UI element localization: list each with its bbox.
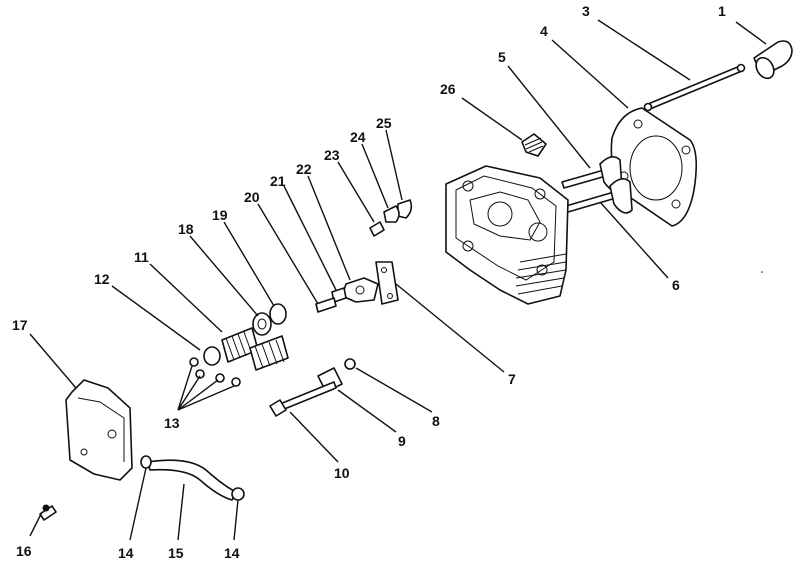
callout-8: 8 [432, 413, 440, 429]
callout-25: 25 [376, 115, 392, 131]
part-10-bolt [269, 381, 337, 417]
callout-9: 9 [398, 433, 406, 449]
part-14-clamp-right [231, 487, 245, 501]
callout-14-left: 14 [118, 545, 134, 561]
cylinder-head [445, 165, 569, 305]
part-19-cap [269, 303, 287, 325]
callout-26: 26 [440, 81, 456, 97]
callout-22: 22 [296, 161, 312, 177]
part-25-lock [397, 199, 413, 219]
part-8-nut [344, 358, 356, 370]
callout-3: 3 [582, 3, 590, 19]
callout-14-right: 14 [224, 545, 240, 561]
part-11-springs [221, 327, 289, 371]
callout-21: 21 [270, 173, 286, 189]
leader-lines [29, 19, 767, 541]
callout-1: 1 [718, 3, 726, 19]
callout-11: 11 [134, 249, 149, 265]
callout-18: 18 [178, 221, 194, 237]
callout-15: 15 [168, 545, 184, 561]
part-7-plate [375, 261, 399, 305]
callout-labels: 1 3 4 5 6 7 8 9 10 11 12 13 14 14 15 16 … [12, 3, 726, 561]
part-20-stud [315, 297, 337, 313]
callout-24: 24 [350, 129, 366, 145]
part-15-hose [147, 459, 237, 501]
part-22-rocker-arm [341, 277, 379, 303]
callout-20: 20 [244, 189, 260, 205]
callout-10: 10 [334, 465, 350, 481]
callout-17: 17 [12, 317, 28, 333]
callout-7: 7 [508, 371, 516, 387]
callout-4: 4 [540, 23, 548, 39]
part-12-washer [203, 346, 221, 366]
part-13-keepers [189, 357, 241, 387]
part-24-retainer [383, 205, 400, 223]
part-14-clamp-left [140, 455, 152, 469]
part-26-plug [521, 133, 547, 157]
callout-6: 6 [672, 277, 680, 293]
callout-5: 5 [498, 49, 506, 65]
callout-13: 13 [164, 415, 180, 431]
callout-16: 16 [16, 543, 32, 559]
part-17-cover [65, 379, 133, 481]
part-16-screw [39, 504, 57, 521]
part-23-screw [369, 221, 385, 237]
callout-23: 23 [324, 147, 340, 163]
part-3-push-rod [643, 63, 746, 112]
part-1-bushing [753, 40, 793, 273]
part-18-retainer [252, 312, 272, 336]
callout-19: 19 [212, 207, 228, 223]
callout-12: 12 [94, 271, 110, 287]
